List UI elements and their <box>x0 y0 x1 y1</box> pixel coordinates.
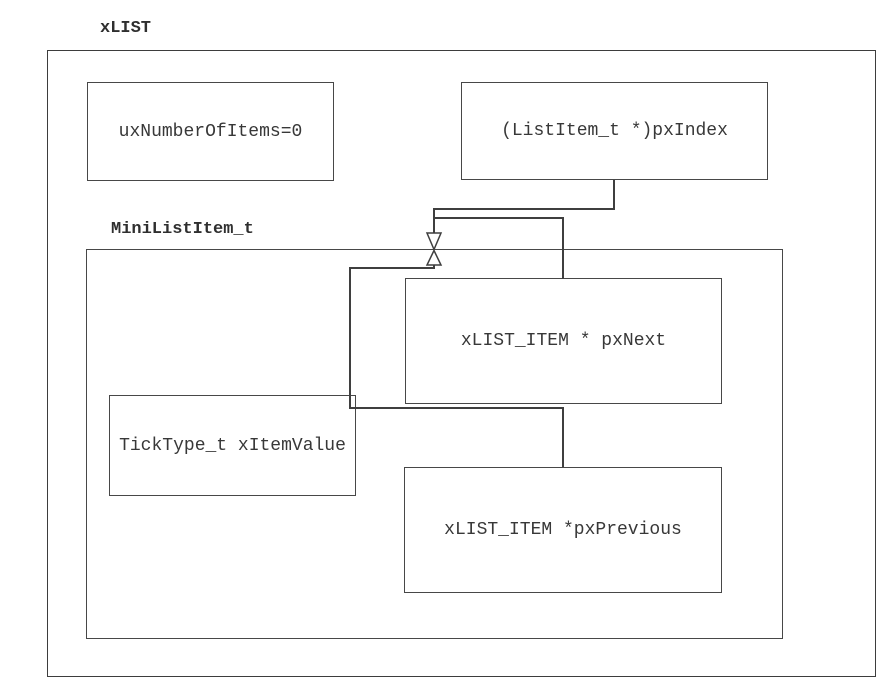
xlist-label: xLIST <box>100 19 152 38</box>
minilistitem-label: MiniListItem_t <box>111 220 254 239</box>
px-index-label: (ListItem_t *)pxIndex <box>501 121 728 141</box>
ux-number-of-items-box: uxNumberOfItems=0 <box>87 82 334 181</box>
px-next-label: xLIST_ITEM * pxNext <box>460 331 667 351</box>
px-next-box: xLIST_ITEM * pxNext <box>405 278 722 404</box>
xlist-container-box <box>47 50 876 677</box>
ux-number-of-items-label: uxNumberOfItems=0 <box>118 121 303 142</box>
x-item-value-label: TickType_t xItemValue <box>119 435 346 456</box>
x-item-value-box: TickType_t xItemValue <box>109 395 356 496</box>
px-previous-box: xLIST_ITEM *pxPrevious <box>404 467 722 593</box>
px-previous-label: xLIST_ITEM *pxPrevious <box>444 520 682 540</box>
px-index-box: (ListItem_t *)pxIndex <box>461 82 768 180</box>
